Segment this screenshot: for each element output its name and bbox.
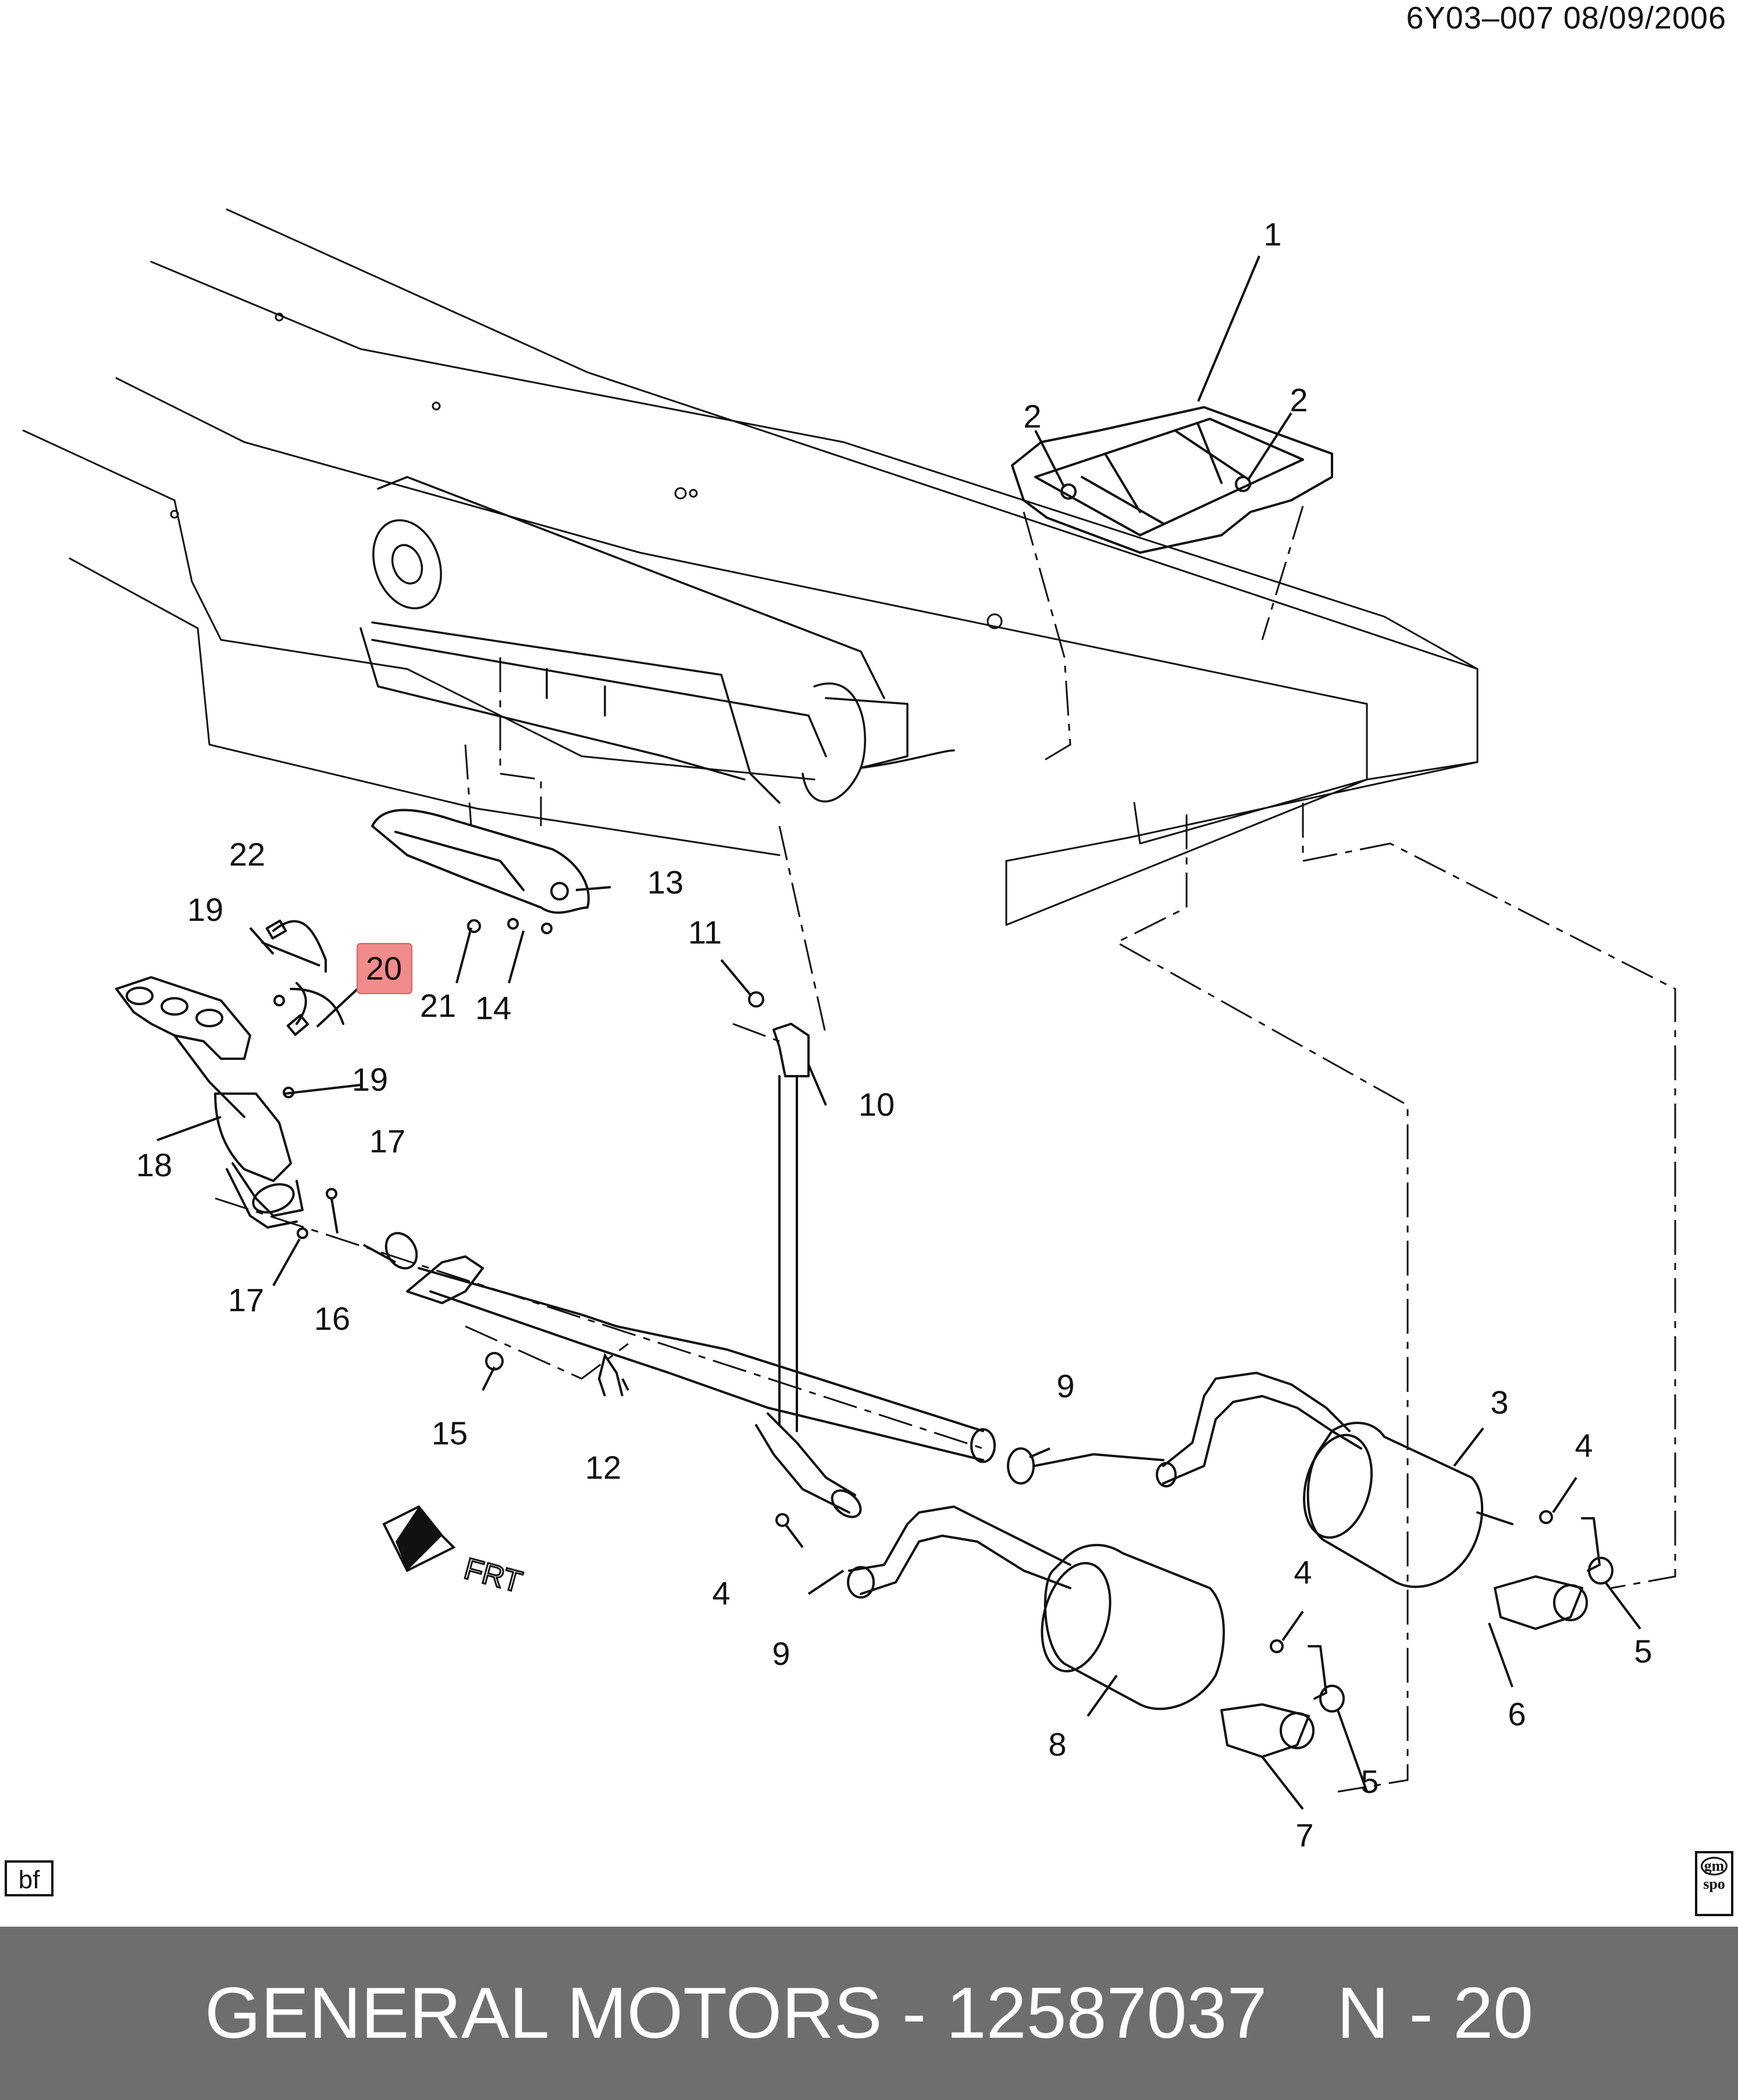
callout-3: 3	[1490, 1384, 1508, 1421]
hanger-part-10	[772, 1023, 810, 1432]
callout-13: 13	[647, 864, 683, 900]
callout-11: 11	[688, 914, 722, 951]
exhaust-system-exploded-diagram: 1 2 2 3 4 4 4 5 5 6 7 8 9 9 10 11 12 13 …	[22, 208, 1676, 1853]
callout-15: 15	[432, 1415, 468, 1451]
callout-6: 6	[1508, 1696, 1526, 1732]
callout-22: 22	[229, 836, 265, 873]
callout-4-right: 4	[1575, 1427, 1593, 1464]
callout-9-upper: 9	[1056, 1368, 1074, 1404]
callout-7: 7	[1295, 1817, 1313, 1853]
muffler-part-8	[1041, 1544, 1225, 1710]
gm-spo-logo: gm spo	[1695, 1851, 1733, 1916]
oxygen-sensor-part-20	[286, 982, 344, 1036]
skid-plate-part-1	[1011, 406, 1333, 554]
hanger-bracket-part-5-right	[1581, 1517, 1614, 1585]
gasket-part-16	[384, 1231, 418, 1270]
callout-17-lower: 17	[228, 1282, 264, 1318]
highlight-box-part-20	[357, 943, 412, 994]
footer-brand: GENERAL MOTORS	[204, 1973, 882, 2053]
callout-21: 21	[420, 987, 456, 1024]
callout-labels: 1 2 2 3 4 4 4 5 5 6 7 8 9 9 10 11 12 13 …	[136, 216, 1652, 1853]
callout-20: 20	[366, 950, 402, 987]
bolt-2-left	[1060, 483, 1077, 500]
callout-19-lower: 19	[352, 1061, 388, 1098]
callout-8: 8	[1048, 1726, 1066, 1763]
gm-logo-top: gm	[1701, 1857, 1728, 1875]
intermediate-pipe	[1007, 1372, 1362, 1487]
exhaust-tip-part-6	[1494, 1575, 1588, 1630]
transmission-housing	[359, 476, 955, 804]
front-indicator-text: FRT	[461, 1552, 526, 1600]
bolt-2-right	[1235, 476, 1251, 492]
callout-17-upper: 17	[369, 1123, 405, 1159]
gm-logo-bottom: spo	[1703, 1875, 1725, 1892]
corner-mark-bf: bf	[5, 1860, 54, 1896]
front-exhaust-pipe-part-12	[384, 1231, 996, 1518]
callout-19-upper: 19	[187, 891, 223, 928]
callout-18: 18	[136, 1147, 172, 1183]
exhaust-manifold-part-18	[115, 976, 304, 1229]
footer-banner: GENERAL MOTORS - 12587037 N - 20	[0, 1927, 1738, 2100]
footer-ref: N - 20	[1337, 1973, 1533, 2053]
callout-12: 12	[585, 1449, 621, 1486]
callout-10: 10	[859, 1086, 895, 1123]
diagram-code-date: 6Y03–007 08/09/2006	[1406, 1, 1726, 35]
clamp-part-9-lower	[847, 1566, 875, 1599]
footer-part-number: 12587037	[946, 1973, 1267, 2053]
hanger-bracket-part-5-left	[1308, 1645, 1345, 1713]
callout-5-left: 5	[1361, 1763, 1379, 1800]
callout-4-left: 4	[712, 1575, 730, 1611]
leader-lines	[156, 255, 1641, 1810]
heat-shield-part-13	[371, 809, 590, 914]
left-tailpipe	[847, 1505, 1071, 1599]
clamp-part-9-upper	[1007, 1447, 1035, 1485]
exhaust-tip-part-7	[1220, 1703, 1315, 1758]
callout-16: 16	[314, 1300, 350, 1337]
callout-2-left: 2	[1023, 398, 1041, 435]
oxygen-sensor-part-22	[265, 919, 327, 973]
callout-5-right: 5	[1634, 1633, 1652, 1670]
callout-9-lower: 9	[772, 1635, 790, 1672]
alignment-lines	[215, 506, 1676, 1793]
muffler-part-3	[1302, 1422, 1513, 1588]
callout-2-right: 2	[1290, 382, 1308, 418]
front-indicator-arrow-icon: FRT	[382, 1505, 526, 1600]
callout-4-middle: 4	[1294, 1554, 1312, 1590]
callout-14: 14	[475, 990, 511, 1026]
fasteners	[297, 918, 1553, 1653]
frame-rail-upper	[22, 208, 1479, 926]
callout-1: 1	[1263, 216, 1281, 252]
footer-separator: -	[902, 1973, 927, 2053]
